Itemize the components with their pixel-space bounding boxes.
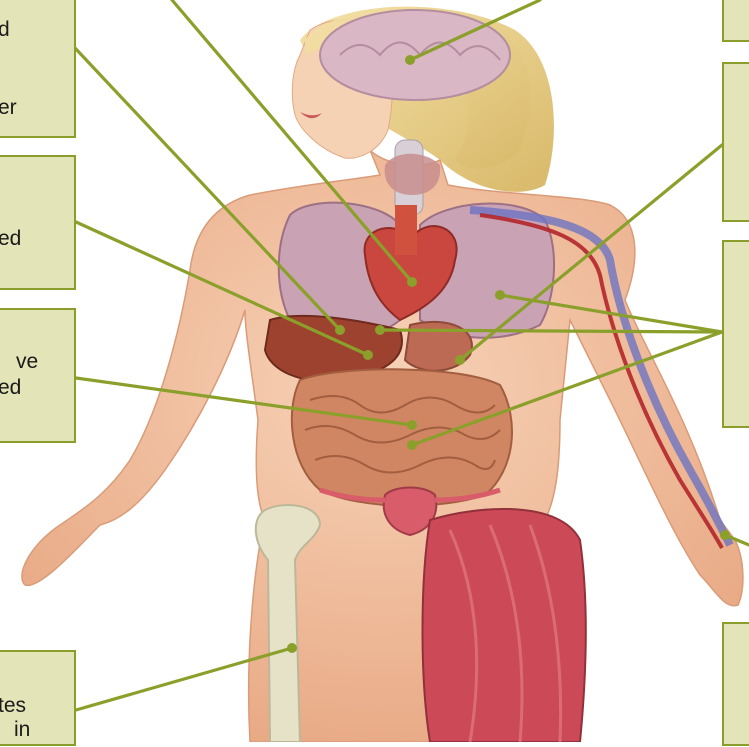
label-text: tes [0, 694, 26, 718]
label-box-right-2 [722, 240, 749, 428]
brain [320, 10, 510, 100]
label-text: d [0, 18, 10, 42]
label-box-bottom-left: tes in [0, 650, 76, 746]
label-text: er [0, 96, 17, 120]
label-text: ed [0, 376, 21, 400]
label-box-bottom-right [722, 622, 749, 746]
label-text: ve [16, 350, 38, 374]
label-box-top-right [722, 0, 749, 42]
thyroid [385, 154, 441, 195]
label-box-mid-left-2: ve ed [0, 308, 76, 443]
label-text: in [14, 718, 30, 742]
label-box-mid-left-1: ed [0, 155, 76, 290]
label-text: ed [0, 227, 21, 251]
label-box-top-left: d er [0, 0, 76, 138]
label-box-right-1 [722, 62, 749, 222]
